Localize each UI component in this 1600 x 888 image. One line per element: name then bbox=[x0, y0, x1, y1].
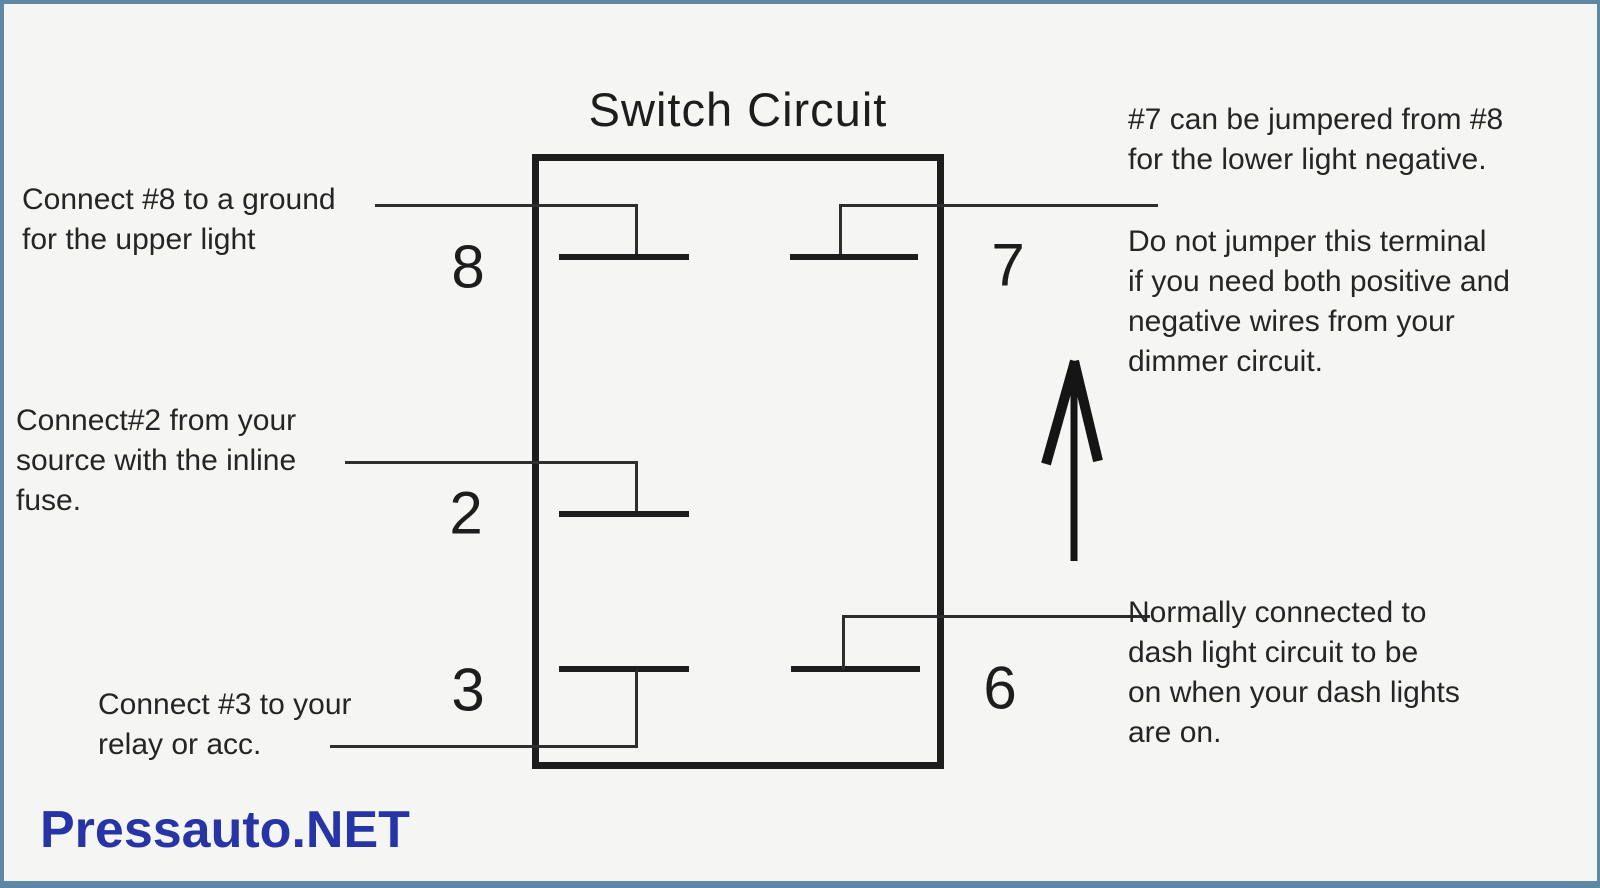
terminal-7-label: 7 bbox=[991, 231, 1025, 299]
terminal-2-label: 2 bbox=[449, 479, 483, 547]
note-connect-2: Connect#2 from your source with the inli… bbox=[16, 404, 297, 517]
terminal-7-leader-line bbox=[839, 204, 1158, 207]
up-arrow-icon bbox=[1041, 359, 1103, 561]
note-connect-3: Connect #3 to your relay or acc. bbox=[98, 688, 352, 761]
watermark-logo: Pressauto.NET bbox=[40, 801, 410, 859]
terminal-6-label: 6 bbox=[983, 654, 1017, 722]
terminal-7-contact-bar bbox=[790, 254, 918, 260]
diagram-title: Switch Circuit bbox=[588, 83, 888, 136]
terminal-2-contact-bar bbox=[559, 511, 689, 517]
terminal-6-contact-bar bbox=[791, 666, 920, 672]
terminal-8-contact-bar bbox=[559, 254, 689, 260]
note-connect-8: Connect #8 to a ground for the upper lig… bbox=[22, 183, 336, 256]
terminal-3-label: 3 bbox=[451, 656, 485, 724]
terminal-8-label: 8 bbox=[451, 233, 485, 301]
terminal-3-contact-bar bbox=[559, 666, 689, 672]
terminal-8-leader-line bbox=[375, 204, 638, 207]
terminal-3-leader-line bbox=[330, 745, 638, 748]
terminal-2-stub bbox=[635, 461, 638, 513]
note-warning-7: Do not jumper this terminal if you need … bbox=[1128, 225, 1510, 378]
terminal-6-leader-line bbox=[842, 615, 1150, 618]
terminal-2-leader-line bbox=[345, 461, 638, 464]
note-dashlight-6: Normally connected to dash light circuit… bbox=[1128, 596, 1460, 749]
terminal-6-stub bbox=[842, 615, 845, 670]
note-jumper-7: #7 can be jumpered from #8 for the lower… bbox=[1128, 103, 1504, 176]
terminal-3-stub bbox=[635, 670, 638, 748]
terminal-7-stub bbox=[839, 204, 842, 256]
terminal-8-stub bbox=[635, 204, 638, 256]
